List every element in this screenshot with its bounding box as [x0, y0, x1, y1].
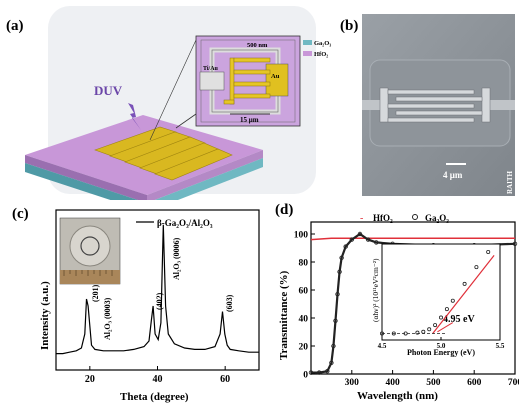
tauc-series-point — [462, 281, 467, 286]
trans-x-tick-label: 600 — [467, 378, 482, 388]
ruler — [60, 270, 120, 284]
device-schematic: DUV 500 nm Ti/Au Au 15 μm Ga₂O₃ — [25, 6, 331, 200]
xrd-xlabel: Theta (degree) — [120, 391, 189, 403]
tauc-marks: 4.5 5.0 5.5 — [378, 250, 505, 350]
tauc-annotation: 4.95 eV — [443, 314, 475, 325]
ga2o3-series-point — [512, 241, 518, 246]
tauc-series-point — [486, 250, 491, 255]
au-label: Au — [271, 73, 280, 80]
scale-15um: 15 μm — [240, 116, 259, 124]
xrd-marks: 20 40 60 — [56, 224, 259, 385]
sem-scale-label: 4 μm — [443, 170, 463, 180]
xrd-x-tick-label: 60 — [220, 374, 230, 385]
xrd-series-line — [56, 224, 259, 355]
tauc-series-point — [415, 330, 420, 335]
panel-c-label: (c) — [12, 206, 29, 222]
xrd-legend-label: β-Ga₂O₃/Al₂O₃ — [157, 218, 213, 228]
panel-a-label: (a) — [6, 18, 24, 34]
electrode-fingers — [94, 126, 233, 181]
panel-c: (c) β-Ga₂O₃/Al₂O₃ Intensity (a.u.) Theta… — [0, 200, 265, 405]
trans-legend-hfo2: HfO₂ — [373, 213, 393, 223]
ga2o3-series-point — [339, 255, 344, 260]
peak-label-603: (603) — [225, 294, 234, 312]
trans-x-tick-label: 400 — [385, 378, 400, 388]
trans-y-tick-label: 0 — [303, 371, 308, 381]
tauc-series-point — [444, 307, 449, 312]
ga2o3-series-point — [335, 291, 340, 297]
tauc-series-point — [450, 298, 455, 303]
hfo2-series-line — [310, 237, 515, 241]
legend-hfo2-marker: - — [360, 213, 363, 224]
trans-y-tick-label: 20 — [299, 343, 309, 353]
trans-x-tick-label: 700 — [508, 378, 519, 388]
peak-label-al2o3-0006: Al₂O₃ (0006) — [172, 237, 181, 280]
tauc-series-point — [433, 323, 438, 328]
sem-image: 4 μm RAITH — [362, 14, 515, 196]
duv-arrow-icon — [128, 103, 141, 130]
panel-b: (b) 4 μm RAITH — [340, 0, 519, 200]
tauc-x-tick-label: 5.0 — [437, 342, 446, 350]
ga2o3-series-point — [331, 343, 336, 349]
peak-label-402: (402) — [155, 292, 164, 310]
raith-label: RAITH — [506, 170, 514, 194]
ga2o3-series-point — [329, 360, 334, 365]
legend-hfo2: HfO₂ — [314, 51, 328, 58]
panel-d-label: (d) — [275, 202, 294, 218]
xrd-x-tick-label: 40 — [153, 374, 163, 385]
tauc-x-tick-label: 4.5 — [378, 342, 387, 350]
sem-scale-bar — [446, 163, 466, 165]
legend-ga2o3: Ga₂O₃ — [314, 40, 331, 47]
xrd-ylabel: Intensity (a.u.) — [39, 281, 51, 350]
ga2o3-series-point — [357, 231, 363, 237]
trans-y-tick-label: 40 — [299, 315, 309, 325]
duv-label: DUV — [94, 83, 123, 98]
ga2o3-series-point — [374, 240, 379, 245]
xrd-x-tick-label: 20 — [85, 374, 95, 385]
trans-xlabel: Wavelength (nm) — [357, 390, 438, 402]
xrd-chart: β-Ga₂O₃/Al₂O₃ Intensity (a.u.) Theta (de… — [39, 209, 260, 403]
tauc-inset-frame — [381, 243, 501, 341]
tiau-label: Ti/Au — [203, 66, 219, 72]
sem-electrodes — [379, 87, 491, 123]
transmittance-chart: - HfO₂ Ga₂O₃ Transmittance (%) Wavelengt… — [278, 213, 519, 402]
tauc-series-point — [474, 265, 479, 270]
trans-x-tick-label: 500 — [426, 378, 441, 388]
legend-swatch-ga2o3 — [303, 40, 312, 45]
ga2o3-series-point — [333, 318, 338, 323]
tauc-fit-line — [432, 254, 495, 334]
ga2o3-series-point — [365, 237, 371, 242]
trans-ylabel: Transmittance (%) — [278, 270, 290, 360]
ga2o3-series-point — [325, 368, 330, 374]
trans-y-tick-label: 80 — [299, 259, 309, 269]
tauc-series-point — [438, 315, 443, 320]
trans-plot-frame — [310, 221, 516, 375]
panel-b-label: (b) — [340, 18, 359, 34]
legend-ga2o3-marker — [412, 214, 418, 220]
peak-label-201: (201) — [91, 284, 100, 302]
tauc-series-point — [427, 327, 432, 332]
ga2o3-series-point — [316, 370, 322, 375]
trans-x-tick-label: 300 — [345, 378, 360, 388]
scale-500nm: 500 nm — [247, 42, 268, 49]
ga2o3-series-point — [343, 244, 348, 249]
trans-legend-ga2o3: Ga₂O₃ — [425, 213, 449, 223]
panel-a: (a) DUV — [0, 0, 340, 200]
peak-label-al2o3-0003: Al₂O₃ (0003) — [103, 297, 112, 340]
panel-d: (d) - HfO₂ Ga₂O₃ Transmittance (%) Wavel… — [265, 200, 519, 405]
tauc-xlabel: Photon Energy (eV) — [407, 348, 475, 357]
tauc-x-tick-label: 5.5 — [496, 342, 505, 350]
trans-y-tick-label: 60 — [299, 287, 309, 297]
ga2o3-series-point — [349, 237, 354, 242]
ga2o3-layer — [25, 163, 138, 200]
tauc-arrow — [437, 322, 454, 333]
tauc-ylabel: (αhν)² (10¹¹eV²cm⁻²) — [371, 258, 380, 322]
trans-y-tick-label: 100 — [294, 231, 309, 241]
legend-swatch-hfo2 — [303, 51, 312, 56]
ga2o3-series-point — [337, 269, 342, 274]
trans-marks: 300 400 500 600 700 0 20 40 60 80 100 — [294, 231, 519, 389]
